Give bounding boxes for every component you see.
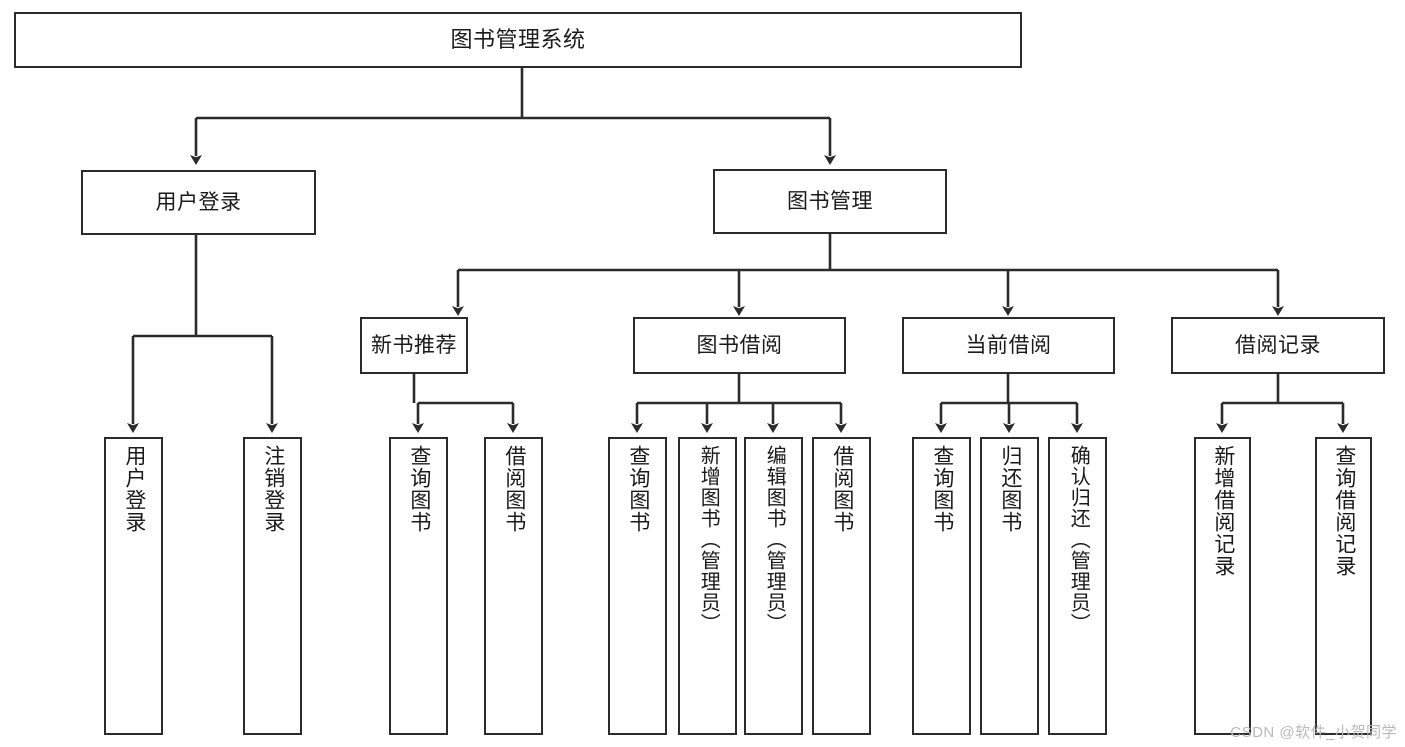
leaf-edit-book-admin-label: 编辑图书（管理员） xyxy=(763,445,786,634)
leaf-query-borrow-record-label: 查询借阅记录 xyxy=(1332,445,1356,577)
leaf-borrow-book-2-label: 借阅图书 xyxy=(830,445,854,533)
leaf-query-borrow-record[interactable]: 查询借阅记录 xyxy=(1315,437,1372,735)
node-current-borrow[interactable]: 当前借阅 xyxy=(902,317,1115,374)
leaf-confirm-return-admin[interactable]: 确认归还（管理员） xyxy=(1048,437,1107,735)
leaf-borrow-book-2[interactable]: 借阅图书 xyxy=(812,437,871,735)
leaf-query-book-2[interactable]: 查询图书 xyxy=(608,437,667,735)
leaf-confirm-return-admin-label: 确认归还（管理员） xyxy=(1067,445,1090,634)
root-box[interactable]: 图书管理系统 xyxy=(14,12,1022,68)
leaf-borrow-book-1-label: 借阅图书 xyxy=(502,445,526,533)
leaf-user-login[interactable]: 用户登录 xyxy=(104,437,163,735)
node-new-book-recommend[interactable]: 新书推荐 xyxy=(360,317,468,374)
node-new-book-recommend-label: 新书推荐 xyxy=(371,333,457,357)
node-borrow-record[interactable]: 借阅记录 xyxy=(1171,317,1385,374)
leaf-add-borrow-record-label: 新增借阅记录 xyxy=(1211,445,1235,577)
leaf-borrow-book-1[interactable]: 借阅图书 xyxy=(484,437,543,735)
leaf-logout-label: 注销登录 xyxy=(261,445,285,533)
leaf-query-book-3[interactable]: 查询图书 xyxy=(912,437,971,735)
leaf-return-book-label: 归还图书 xyxy=(998,445,1022,533)
watermark: CSDN @软件_小贺同学 xyxy=(1230,724,1397,741)
node-book-borrow-label: 图书借阅 xyxy=(696,333,783,357)
node-user-login[interactable]: 用户登录 xyxy=(81,170,316,235)
root-box-label: 图书管理系统 xyxy=(450,26,586,52)
leaf-query-book-3-label: 查询图书 xyxy=(930,445,954,533)
node-borrow-record-label: 借阅记录 xyxy=(1235,333,1321,357)
leaf-add-book-admin-label: 新增图书（管理员） xyxy=(697,445,720,634)
leaf-add-borrow-record[interactable]: 新增借阅记录 xyxy=(1194,437,1251,735)
leaf-query-book-1-label: 查询图书 xyxy=(407,445,431,533)
leaf-edit-book-admin[interactable]: 编辑图书（管理员） xyxy=(744,437,803,735)
node-book-borrow[interactable]: 图书借阅 xyxy=(633,317,846,374)
leaf-user-login-label: 用户登录 xyxy=(122,445,146,533)
node-current-borrow-label: 当前借阅 xyxy=(965,333,1052,357)
node-book-management[interactable]: 图书管理 xyxy=(713,169,947,234)
leaf-add-book-admin[interactable]: 新增图书（管理员） xyxy=(678,437,737,735)
leaf-query-book-1[interactable]: 查询图书 xyxy=(389,437,448,735)
node-book-management-label: 图书管理 xyxy=(787,189,873,213)
leaf-query-book-2-label: 查询图书 xyxy=(626,445,650,533)
leaf-return-book[interactable]: 归还图书 xyxy=(980,437,1039,735)
leaf-logout[interactable]: 注销登录 xyxy=(243,437,302,735)
node-user-login-label: 用户登录 xyxy=(155,190,242,214)
